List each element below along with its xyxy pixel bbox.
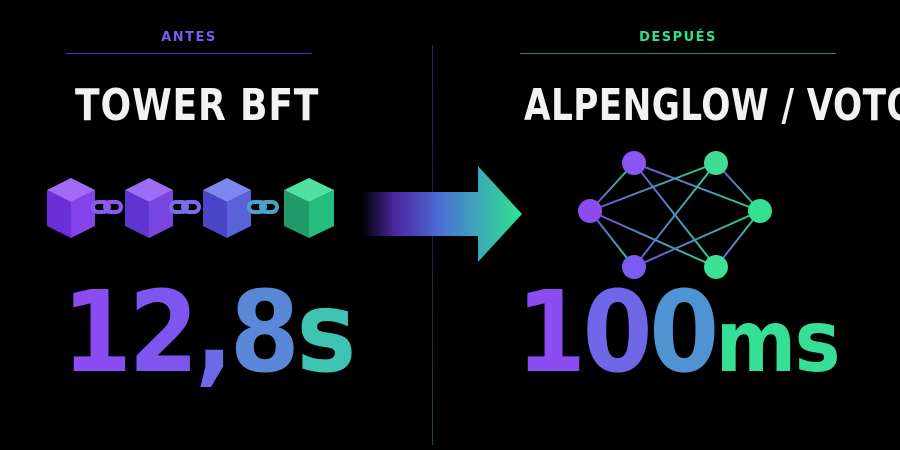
after-label: DESPUÉS: [639, 30, 717, 45]
after-latency-value: 100ms: [516, 268, 841, 398]
center-divider: [432, 45, 433, 445]
network-node: [748, 199, 772, 223]
before-title: TOWER BFT: [75, 80, 320, 131]
network-node: [622, 255, 646, 279]
block-cube-icon: [203, 178, 251, 238]
before-label: ANTES: [161, 30, 217, 45]
network-node: [704, 151, 728, 175]
transition-arrow-icon: [362, 166, 522, 262]
network-node: [704, 255, 728, 279]
network-node: [578, 199, 602, 223]
block-cube-icon: [284, 178, 334, 238]
chain-link-icon: [91, 200, 123, 214]
after-label-rule: [520, 53, 836, 54]
before-latency-value: 12,8s: [62, 268, 356, 398]
block-cube-icon: [125, 178, 173, 238]
before-label-rule: [66, 53, 312, 54]
mesh-network-icon: [578, 151, 772, 279]
blockchain-chain-icon: [47, 178, 334, 238]
block-cube-icon: [47, 178, 95, 238]
chain-link-icon: [169, 200, 201, 214]
network-node: [622, 151, 646, 175]
chain-link-icon: [247, 200, 279, 214]
